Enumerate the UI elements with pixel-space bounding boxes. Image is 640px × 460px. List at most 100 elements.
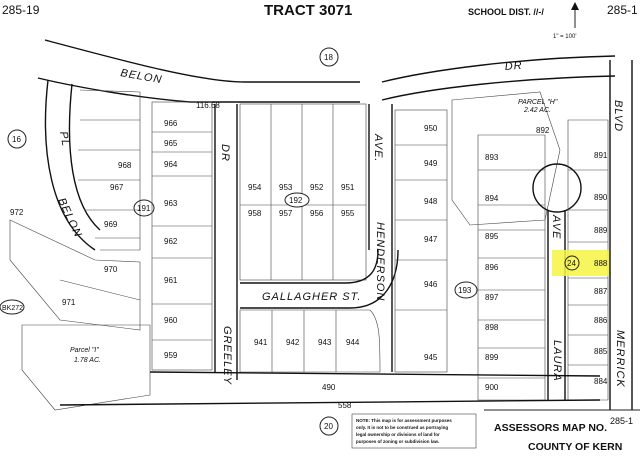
svg-text:890: 890 (594, 193, 608, 202)
block-circle-20 (319, 416, 339, 436)
svg-text:942: 942 (286, 338, 300, 347)
street-label-merrick-blvd-b: MERRICK (614, 330, 626, 388)
belon-pl-west-edge (44, 79, 96, 251)
svg-text:946: 946 (424, 280, 438, 289)
svg-text:887: 887 (594, 287, 608, 296)
street-label-merrick-blvd-a: BLVD (612, 100, 624, 132)
belon-dr-east-south-edge (381, 75, 616, 101)
svg-text:884: 884 (594, 377, 608, 386)
svg-text:893: 893 (485, 153, 499, 162)
highlight-lot-888[interactable] (552, 250, 610, 276)
svg-text:885: 885 (594, 347, 608, 356)
svg-text:889: 889 (594, 226, 608, 235)
dim-558: 558 (338, 401, 352, 410)
lots-west-cluster: 968 967 969 970 (78, 89, 141, 274)
svg-text:954: 954 (248, 183, 262, 192)
dim-11668: 116.68 (196, 101, 220, 110)
lot-circle-24 (564, 255, 580, 271)
block-number-193: 193 (458, 286, 472, 295)
block-circle-192 (284, 192, 310, 208)
gallagher-st-north-edge (240, 249, 379, 284)
svg-text:900: 900 (485, 383, 499, 392)
map-scale: 1" = 100' (553, 34, 576, 40)
svg-text:891: 891 (594, 151, 608, 160)
svg-text:966: 966 (164, 119, 178, 128)
svg-text:894: 894 (485, 194, 499, 203)
block-number-16: 16 (12, 135, 21, 144)
svg-text:967: 967 (110, 183, 124, 192)
parcel-i-boundary (21, 324, 151, 411)
south-boundary-line (149, 371, 601, 377)
street-label-henderson-ave-b: HENDERSON (374, 222, 386, 301)
svg-text:959: 959 (164, 351, 178, 360)
svg-text:960: 960 (164, 316, 178, 325)
street-label-belon-pl-a: PL (57, 130, 72, 147)
belon-dr-east-north-edge (381, 55, 616, 83)
school-district: SCHOOL DIST. //-/ (468, 7, 544, 17)
street-label-laura-ave-b: LAURA (551, 340, 563, 382)
block-number-191: 191 (137, 204, 151, 213)
street-label-greeley-dr-b: GREELEY (221, 326, 233, 385)
svg-text:949: 949 (424, 159, 438, 168)
tract-title: TRACT 3071 (264, 2, 352, 19)
street-label-greeley-dr-a: DR (219, 144, 231, 162)
svg-text:943: 943 (318, 338, 332, 347)
svg-text:961: 961 (164, 276, 178, 285)
street-label-belon-dr-b: DR (504, 60, 523, 73)
block-circle-191 (133, 199, 155, 217)
dim-490: 490 (322, 383, 336, 392)
book-number-left: 285-19 (2, 3, 40, 17)
street-label-belon-dr-a: BELON (119, 67, 163, 86)
street-label-henderson-ave-a: AVE. (372, 133, 384, 162)
note-line-1: NOTE: This map is for assessment purpose… (356, 418, 452, 423)
note-line-2: only. It is not to be construed as portr… (356, 425, 448, 430)
note-line-3: legal ownership or divisions of land for (356, 432, 440, 437)
lots-block-192: 954 953 952 951 958 957 956 955 (239, 103, 367, 281)
svg-text:957: 957 (279, 209, 293, 218)
block-number-18: 18 (324, 53, 333, 62)
svg-text:899: 899 (485, 353, 499, 362)
svg-text:892: 892 (536, 126, 550, 135)
svg-text:964: 964 (164, 160, 178, 169)
book-ref-bk272: BK272 (2, 305, 23, 312)
gallagher-st-south-edge (240, 249, 399, 309)
svg-text:955: 955 (341, 209, 355, 218)
note-line-4: purposes of zoning or subdivision law. (356, 439, 439, 444)
svg-text:972: 972 (10, 208, 24, 217)
lots-henderson-east: 950 949 948 947 946 945 (394, 109, 448, 373)
parcel-i-area: 1.78 AC. (74, 357, 101, 364)
svg-text:948: 948 (424, 197, 438, 206)
block-circle-18 (319, 47, 339, 67)
lots-gallagher-south: 941 942 943 944 (239, 309, 381, 373)
street-label-gallagher-st: GALLAGHER ST. (262, 291, 361, 303)
svg-text:953: 953 (279, 183, 293, 192)
belon-dr-south-edge (37, 77, 360, 103)
svg-text:958: 958 (248, 209, 262, 218)
svg-text:896: 896 (485, 263, 499, 272)
belon-pl-east-edge (68, 83, 101, 231)
svg-text:897: 897 (485, 293, 499, 302)
lots-laura-west: 893 894 895 896 897 898 899 900 892 (477, 126, 550, 401)
svg-text:971: 971 (62, 298, 76, 307)
svg-text:962: 962 (164, 237, 178, 246)
lots-greeley-west: 966 965 964 963 962 961 960 959 (151, 101, 213, 371)
svg-text:965: 965 (164, 139, 178, 148)
parcel-h-label: PARCEL "H" (518, 99, 558, 106)
lots-laura-east: 891 890 889 887 886 885 884 (567, 119, 609, 401)
block-number-20: 20 (324, 422, 333, 431)
svg-text:898: 898 (485, 323, 499, 332)
parcel-i-label: Parcel "I" (70, 347, 99, 354)
south-street-edge (59, 399, 601, 406)
block-circle-193 (454, 281, 478, 299)
svg-text:963: 963 (164, 199, 178, 208)
footer-assessors-map: ASSESSORS MAP NO. (494, 422, 607, 434)
footer-map-number: 285-1 (610, 416, 633, 426)
north-arrow-head-icon (571, 2, 579, 10)
svg-text:950: 950 (424, 124, 438, 133)
svg-text:945: 945 (424, 353, 438, 362)
svg-text:970: 970 (104, 265, 118, 274)
lot-888[interactable]: 888 (594, 259, 608, 268)
svg-text:952: 952 (310, 183, 324, 192)
svg-text:944: 944 (346, 338, 360, 347)
